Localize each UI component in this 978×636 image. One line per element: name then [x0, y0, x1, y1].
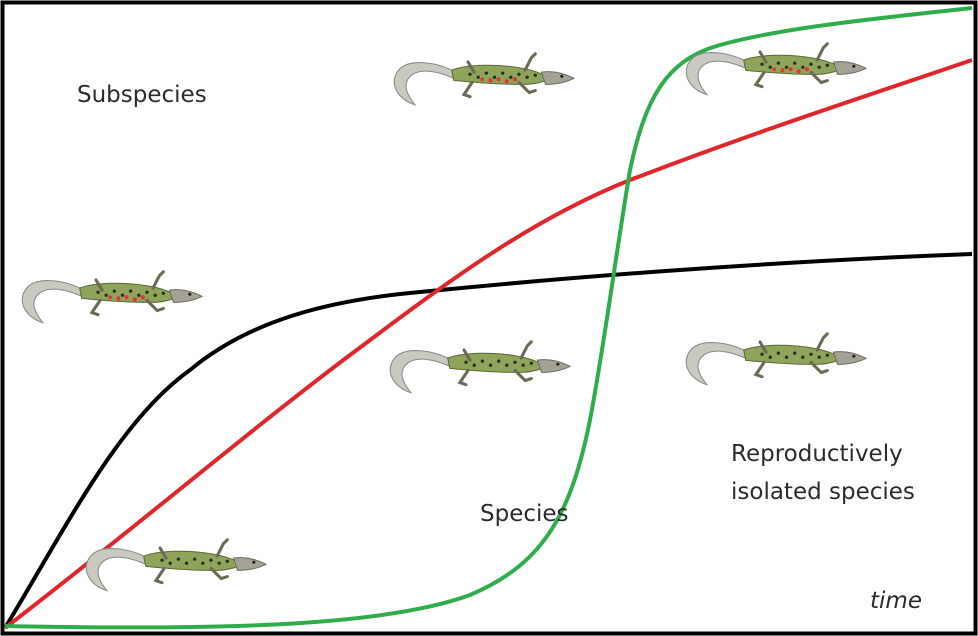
lizard-left [20, 270, 204, 325]
red-curve [3, 58, 973, 630]
lizard-right [684, 332, 868, 387]
green-curve [4, 6, 973, 630]
subspecies-label: Subspecies [77, 82, 207, 108]
lizard-top-right [684, 42, 868, 97]
lizard-top-center [392, 52, 576, 107]
species-label: Species [480, 501, 569, 527]
black-curve [3, 252, 973, 630]
lizard-bottom-left [84, 538, 268, 593]
time-axis-label: time [870, 588, 922, 614]
lizard-center [388, 340, 572, 395]
reproductively-isolated-label-line2: isolated species [731, 479, 915, 505]
reproductively-isolated-label-line1: Reproductively [731, 441, 903, 467]
